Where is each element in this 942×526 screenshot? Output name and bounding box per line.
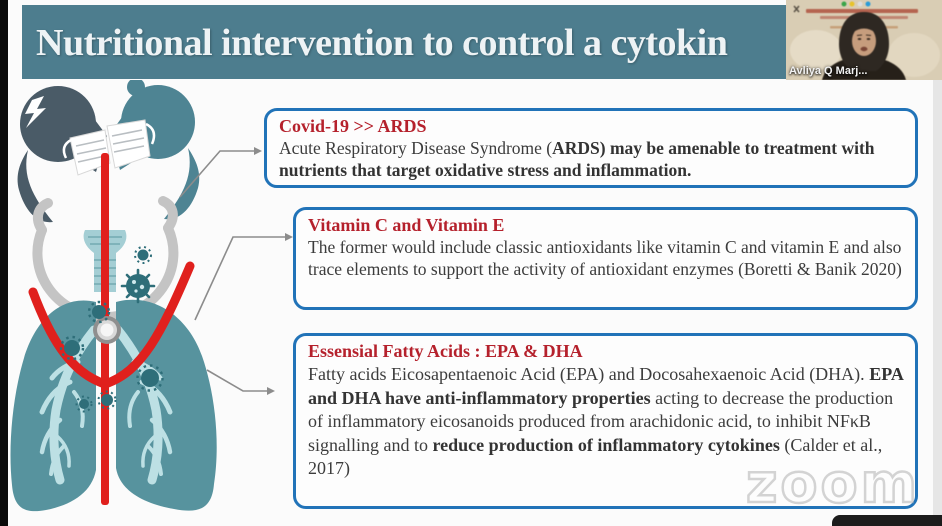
zoom-ui-corner-bar bbox=[832, 515, 942, 526]
callout-box-covid-ards: Covid-19 >> ARDS Acute Respiratory Disea… bbox=[264, 108, 918, 188]
callout-body: The former would include classic antioxi… bbox=[308, 237, 902, 279]
speaker-person bbox=[822, 12, 906, 80]
callout-body: Fatty acids Eicosapentaenoic Acid (EPA) … bbox=[308, 364, 903, 478]
virus-icon bbox=[75, 395, 93, 413]
stethoscope-chestpiece-icon bbox=[93, 316, 121, 344]
letterbox-left bbox=[0, 0, 8, 526]
callout-heading: Vitamin C and Vitamin E bbox=[308, 215, 505, 235]
virus-icon bbox=[59, 335, 85, 361]
callout-heading: Covid-19 >> ARDS bbox=[279, 116, 427, 136]
virus-icon bbox=[97, 390, 117, 410]
virus-icon bbox=[134, 246, 152, 264]
connector-arrow bbox=[179, 147, 262, 198]
virus-icon bbox=[87, 300, 111, 324]
masked-person-left-icon bbox=[17, 86, 111, 223]
callout-box-vitamins: Vitamin C and Vitamin E The former would… bbox=[293, 207, 918, 310]
speaker-webcam-image bbox=[786, 0, 942, 80]
speaker-video-tile[interactable]: Avliya Q Marj... bbox=[786, 0, 942, 80]
callout-body: Acute Respiratory Disease Syndrome (ARDS… bbox=[279, 138, 875, 180]
virus-icon bbox=[136, 364, 164, 392]
callout-box-fatty-acids: Essensial Fatty Acids : EPA & DHA Fatty … bbox=[293, 333, 918, 509]
participant-name-label: Avliya Q Marj... bbox=[789, 65, 868, 77]
connector-arrow bbox=[194, 233, 293, 321]
banner-logo-dots bbox=[841, 1, 871, 7]
callout-heading: Essensial Fatty Acids : EPA & DHA bbox=[308, 341, 583, 361]
connector-arrow bbox=[206, 369, 275, 395]
covid-lungs-illustration bbox=[10, 80, 293, 512]
slide-title: Nutritional intervention to control a cy… bbox=[36, 22, 728, 64]
virus-icon bbox=[120, 268, 156, 304]
masked-person-right-icon bbox=[106, 80, 200, 220]
screen-right-margin bbox=[933, 0, 942, 526]
lightning-icon bbox=[25, 96, 46, 128]
